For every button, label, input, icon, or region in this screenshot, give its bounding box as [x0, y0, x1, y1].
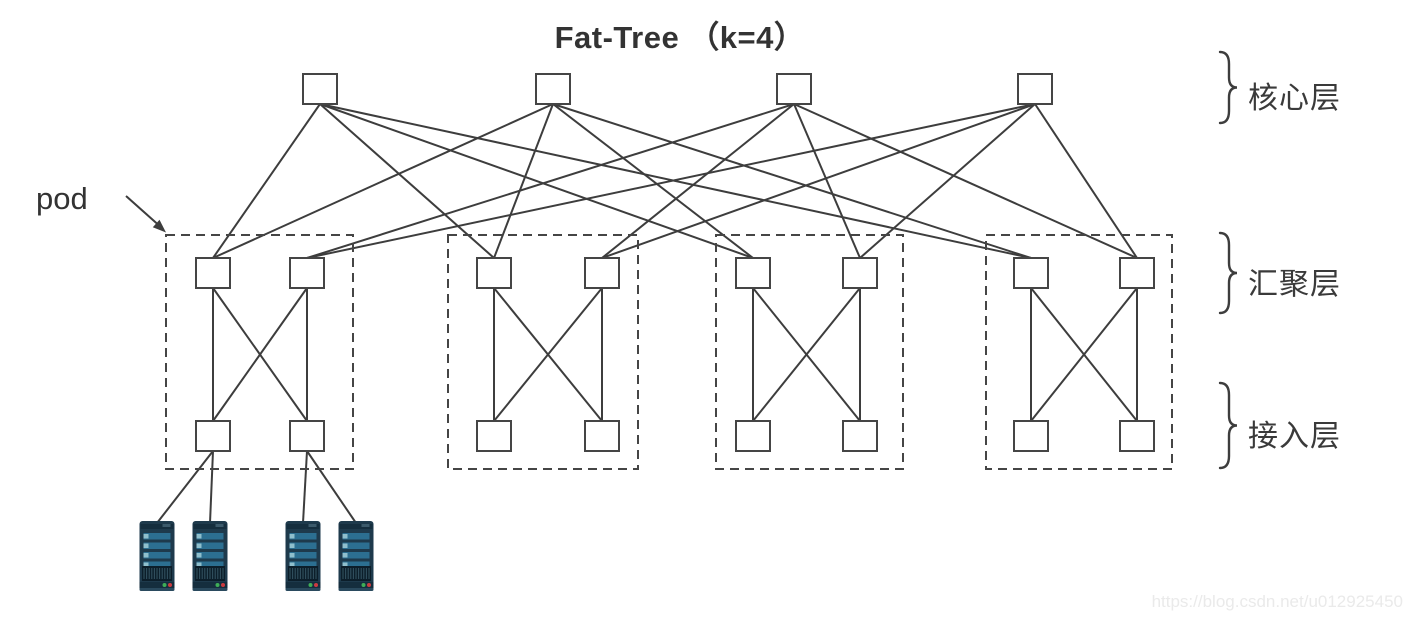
aggregation-switch-pod4-2	[1119, 257, 1155, 289]
server-2-icon	[192, 521, 228, 591]
server-led-red	[314, 583, 318, 587]
link-core2-pod2-agg1	[493, 103, 554, 259]
pod-2-boundary	[447, 234, 639, 470]
link-core4-pod1-agg2	[306, 103, 1036, 259]
link-core4-pod3-agg2	[859, 103, 1036, 259]
core-switch-3	[776, 73, 812, 105]
aggregation-switch-pod2-1	[476, 257, 512, 289]
server-led-green	[162, 583, 167, 587]
link-access2-server3	[302, 450, 308, 524]
access-switch-pod1-1	[195, 420, 231, 452]
link-core3-pod1-agg2	[306, 103, 795, 259]
layer-label-access: 接入层	[1248, 420, 1341, 453]
link-access1-server2	[209, 450, 214, 524]
link-pod4-agg2-access1	[1030, 287, 1138, 422]
aggregation-switch-pod1-1	[195, 257, 231, 289]
server-led-green	[215, 583, 220, 587]
link-access2-server4	[306, 450, 357, 524]
aggregation-switch-pod4-1	[1013, 257, 1049, 289]
server-4-icon	[338, 521, 374, 591]
core-layer-brace	[1218, 50, 1238, 125]
link-core1-pod3-agg1	[319, 103, 754, 259]
aggregation-switch-pod3-2	[842, 257, 878, 289]
server-led-red	[168, 583, 172, 587]
access-switch-pod3-1	[735, 420, 771, 452]
core-switch-2	[535, 73, 571, 105]
access-switch-pod2-1	[476, 420, 512, 452]
link-core2-pod4-agg1	[552, 103, 1032, 259]
aggregation-switch-pod2-2	[584, 257, 620, 289]
pod-1-boundary	[165, 234, 354, 470]
link-core4-pod2-agg2	[601, 103, 1036, 259]
link-core3-pod2-agg2	[601, 103, 795, 259]
pod-4-boundary	[985, 234, 1173, 470]
layer-label-core: 核心层	[1248, 82, 1341, 115]
link-core3-pod3-agg2	[793, 103, 861, 259]
server-3-icon	[285, 521, 321, 591]
link-core3-pod4-agg2	[793, 103, 1138, 259]
access-switch-pod1-2	[289, 420, 325, 452]
pod-annotation: pod	[36, 181, 88, 216]
access-switch-pod4-2	[1119, 420, 1155, 452]
access-switch-pod4-1	[1013, 420, 1049, 452]
access-layer-brace	[1218, 381, 1238, 470]
pod-arrow-head	[152, 219, 166, 233]
pod-arrow-line	[125, 195, 159, 226]
link-pod3-agg2-access1	[752, 287, 861, 422]
server-led-green	[361, 583, 366, 587]
watermark: https://blog.csdn.net/u012925450	[1151, 592, 1403, 611]
access-switch-pod3-2	[842, 420, 878, 452]
server-led-red	[367, 583, 371, 587]
pod-3-boundary	[715, 234, 904, 470]
link-core2-pod3-agg1	[552, 103, 754, 259]
link-core4-pod4-agg2	[1034, 103, 1138, 259]
link-pod1-agg2-access1	[212, 287, 308, 422]
core-switch-1	[302, 73, 338, 105]
server-1-icon	[139, 521, 175, 591]
server-led-green	[308, 583, 313, 587]
aggregation-switch-pod1-2	[289, 257, 325, 289]
core-switch-4	[1017, 73, 1053, 105]
link-core1-pod2-agg1	[319, 103, 495, 259]
link-pod2-agg2-access1	[493, 287, 603, 422]
aggregation-layer-brace	[1218, 231, 1238, 315]
diagram-title: Fat-Tree （k=4）	[554, 20, 806, 55]
link-access1-server1	[156, 450, 214, 524]
aggregation-switch-pod3-1	[735, 257, 771, 289]
server-led-red	[221, 583, 225, 587]
access-switch-pod2-2	[584, 420, 620, 452]
link-core2-pod1-agg1	[212, 103, 554, 259]
layer-label-aggregation: 汇聚层	[1248, 268, 1341, 301]
link-core1-pod1-agg1	[212, 103, 321, 259]
